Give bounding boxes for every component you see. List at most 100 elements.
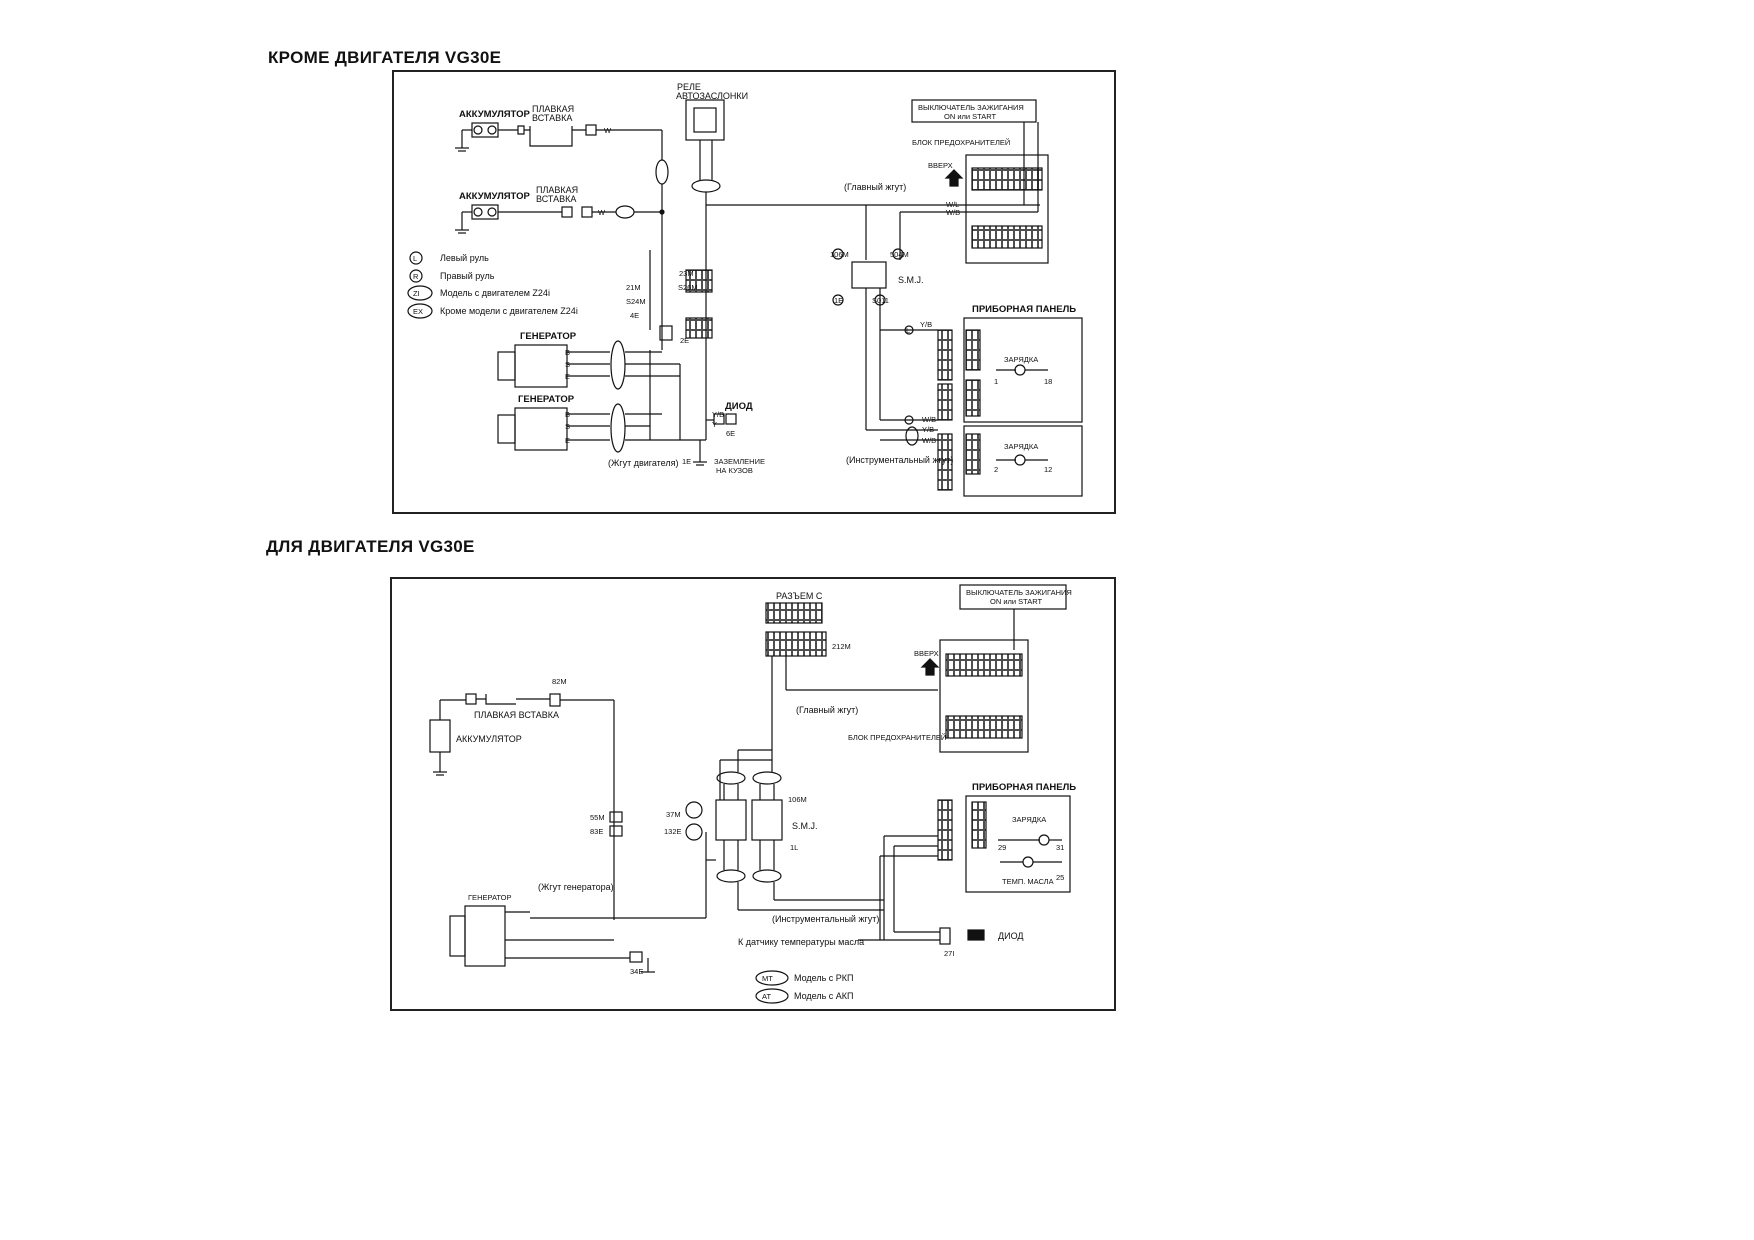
top-diagram-frame — [392, 70, 1116, 514]
oil-sensor-label: К датчику температуры масла — [738, 937, 864, 947]
legend-sym-L: L — [413, 254, 417, 263]
conn-S26M: S26M — [678, 283, 698, 292]
instrument-panel-top-label: ПРИБОРНАЯ ПАНЕЛЬ — [972, 304, 1076, 315]
pin-top-12: 12 — [1044, 465, 1052, 474]
instrument-panel-top — [963, 317, 1083, 423]
wire-label: W/B — [922, 436, 936, 445]
relay-label-1: РЕЛЕ — [677, 82, 701, 92]
ign-switch-bottom-1: ВЫКЛЮЧАТЕЛЬ ЗАЖИГАНИЯ — [966, 588, 1072, 597]
conn-37M: 37M — [666, 810, 681, 819]
pin-31: 31 — [1056, 843, 1064, 852]
conn-S24M: S24M — [626, 297, 646, 306]
smj-mt-block — [715, 799, 747, 841]
engine-harness: (Жгут двигателя) — [608, 458, 679, 468]
fuse-block-top — [965, 154, 1049, 264]
conn-1L: 1L — [790, 843, 798, 852]
wire-label: B — [565, 410, 570, 419]
wire-label: E — [565, 372, 570, 381]
connector-c — [765, 602, 823, 624]
conn-106M: 106M — [830, 250, 849, 259]
fuse-block-top-label: БЛОК ПРЕДОХРАНИТЕЛЕЙ — [912, 138, 1010, 147]
wire-label: Y/B — [922, 425, 934, 434]
smj-top — [851, 261, 887, 289]
battery2-label: АККУМУЛЯТОР — [459, 191, 531, 202]
battery-bottom — [429, 719, 451, 753]
legend-text-L: Левый руль — [440, 253, 489, 263]
conn-1E-top: 1E — [834, 296, 843, 305]
legend-sym-AT: AT — [762, 992, 771, 1001]
battery-2 — [455, 204, 562, 234]
up-label-bottom: ВВЕРХ — [914, 649, 939, 658]
fuse-block-bottom-label: БЛОК ПРЕДОХРАНИТЕЛЕЙ — [848, 733, 946, 742]
bottom-heading: ДЛЯ ДВИГАТЕЛЯ VG30E — [266, 537, 475, 556]
wire-label: W — [598, 208, 606, 217]
fusible-link-1 — [517, 125, 586, 147]
conn-6E: 6E — [726, 429, 735, 438]
up-arrow-icon — [920, 658, 940, 676]
conn-2E: 2E — [680, 336, 689, 345]
conn-106M-bottom: 106M — [788, 795, 807, 804]
diode-bottom — [967, 929, 985, 941]
wire-label: S — [565, 360, 570, 369]
instrument-panel-bottom-label: ПРИБОРНАЯ ПАНЕЛЬ — [972, 782, 1076, 793]
ign-switch-top-1: ВЫКЛЮЧАТЕЛЬ ЗАЖИГАНИЯ — [918, 103, 1024, 112]
wire-label: L — [906, 326, 910, 335]
diode-top: ДИОД — [725, 401, 753, 412]
conn-21M: 21M — [626, 283, 641, 292]
wire-label: W/L — [946, 200, 959, 209]
smj-at-block — [751, 799, 783, 841]
ground-label-1: ЗАЗЕМЛЕНИЕ — [714, 457, 765, 466]
wire-label: W — [604, 126, 612, 135]
legend-text-ZI: Модель с двигателем Z24i — [440, 288, 550, 298]
top-texts: РЕЛЕ АВТОЗАСЛОНКИ ВЫКЛЮЧАТЕЛЬ ЗАЖИГАНИЯ … — [413, 82, 1076, 475]
oil-temp-label: ТЕМП. МАСЛА — [1002, 877, 1054, 886]
conn-4E: 4E — [630, 311, 639, 320]
conn-82M: 82M — [552, 677, 567, 686]
connector-c-id: 212M — [832, 642, 851, 651]
up-arrow-icon — [944, 169, 964, 187]
relay-label-2: АВТОЗАСЛОНКИ — [676, 91, 748, 101]
main-harness-top: (Главный жгут) — [844, 182, 906, 192]
legend-sym-EX: EX — [413, 307, 423, 316]
smj-bottom-label: S.M.J. — [792, 821, 818, 831]
conn-83E: 83E — [590, 827, 603, 836]
bottom-diagram-frame — [390, 577, 1116, 1011]
legend-text-R: Правый руль — [440, 271, 495, 281]
fusible1-label-2: ВСТАВКА — [532, 113, 572, 123]
generator-top-2-label: ГЕНЕРАТОР — [518, 394, 575, 405]
legend-sym-ZI: ZI — [413, 289, 420, 298]
ignition-switch-top — [911, 99, 1037, 123]
legend-text-MT: Модель с РКП — [794, 973, 854, 983]
conn-1E-bottom: 1E — [682, 457, 691, 466]
generator-harness-label: (Жгут генератора) — [538, 882, 614, 892]
legend-text-AT: Модель с АКП — [794, 991, 854, 1001]
wire-label: W/B — [946, 208, 960, 217]
battery-1 — [455, 122, 518, 152]
top-heading: КРОМЕ ДВИГАТЕЛЯ VG30E — [268, 48, 502, 67]
pin-top-18: 18 — [1044, 377, 1052, 386]
wire-label: W/B — [922, 415, 936, 424]
charge-top-2: ЗАРЯДКА — [1004, 442, 1038, 451]
charge-bottom: ЗАРЯДКА — [1012, 815, 1046, 824]
conn-132E: 132E — [664, 827, 682, 836]
legend-text-EX: Кроме модели с двигателем Z24i — [440, 306, 578, 316]
bottom-diagram — [429, 584, 1071, 1004]
generator-bottom — [464, 905, 506, 967]
pin-25: 25 — [1056, 873, 1064, 882]
fuse-block-bottom — [939, 639, 1029, 753]
legend-sym-R: R — [413, 272, 419, 281]
conn-55M: 55M — [590, 813, 605, 822]
conn-27I: 27I — [944, 949, 954, 958]
generator-bottom-label: ГЕНЕРАТОР — [468, 893, 511, 902]
wire-label: E — [565, 436, 570, 445]
up-label-top: ВВЕРХ — [928, 161, 953, 170]
fusible2-label-1: ПЛАВКАЯ — [536, 185, 578, 195]
wire-label: Y/B — [920, 320, 932, 329]
wire-label: B — [565, 348, 570, 357]
bottom-texts: РАЗЪЕМ С 212M ВЫКЛЮЧАТЕЛЬ ЗАЖИГАНИЯ ON и… — [456, 588, 1076, 1001]
legend-sym-MT: MT — [762, 974, 773, 983]
conn-23M: 23M — [679, 269, 694, 278]
ign-switch-bottom-2: ON или START — [990, 597, 1042, 606]
fusible2-label-2: ВСТАВКА — [536, 194, 576, 204]
